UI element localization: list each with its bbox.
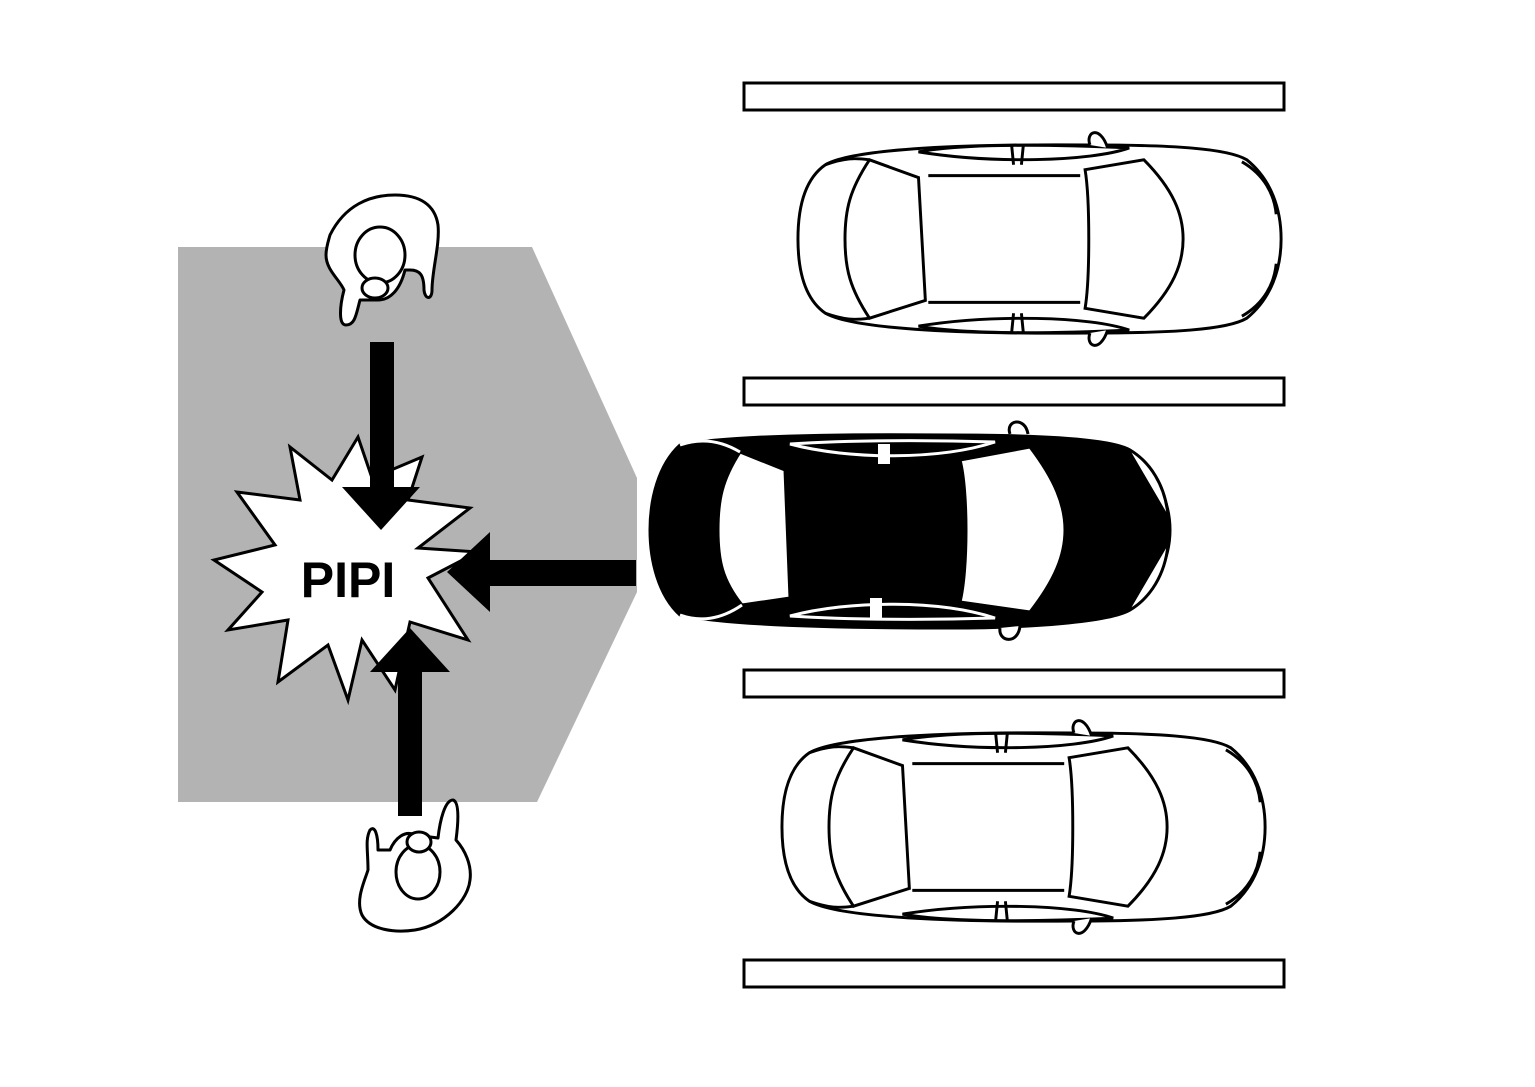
parking-line [742, 958, 1286, 989]
pedestrian-top [324, 193, 440, 327]
starburst-warning [210, 433, 484, 706]
arrow-left [447, 532, 636, 612]
arrow-down [342, 342, 420, 530]
reversing-car-center [648, 420, 1172, 641]
arrow-up [370, 628, 450, 816]
burst-label: PIPI [301, 552, 395, 608]
parking-line [742, 81, 1286, 112]
parked-car-top [796, 131, 1283, 347]
parking-line [742, 376, 1286, 407]
parking-line [742, 668, 1286, 699]
pedestrian-bottom [358, 798, 472, 933]
parked-car-bottom [780, 719, 1267, 935]
